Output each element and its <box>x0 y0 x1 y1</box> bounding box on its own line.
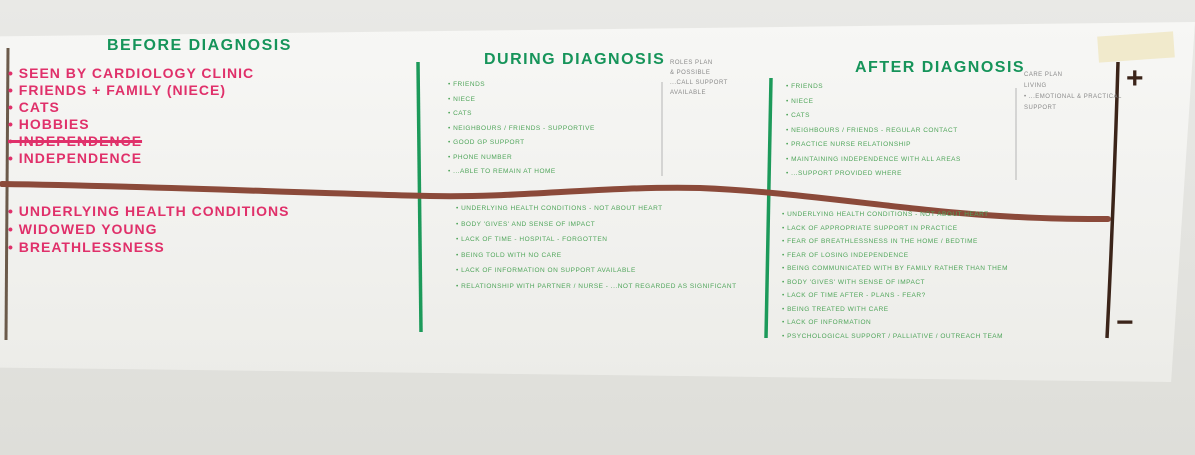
brown-timeline <box>0 181 1111 222</box>
aside-line: AVAILABLE <box>670 90 706 96</box>
list-item: • PSYCHOLOGICAL SUPPORT / PALLIATIVE / O… <box>782 332 1004 340</box>
list-item: • INDEPENDENCE <box>8 150 143 166</box>
left-divider-line <box>4 47 10 341</box>
list-item: • CATS <box>8 99 60 115</box>
list-item: • FRIENDS + FAMILY (NIECE) <box>8 82 226 98</box>
list-item: • BODY 'GIVES' WITH SENSE OF IMPACT <box>782 278 926 286</box>
after-aside-note: CARE PLAN LIVING • ...EMOTIONAL & PRACTI… <box>1024 72 1122 111</box>
aside-line: ROLES PLAN <box>670 60 713 66</box>
list-item: • FRIENDS <box>786 83 824 90</box>
list-item: • LACK OF APPROPRIATE SUPPORT IN PRACTIC… <box>782 224 958 232</box>
before-positive-list: • SEEN BY CARDIOLOGY CLINIC • FRIENDS + … <box>8 66 254 165</box>
during-negative-list: • UNDERLYING HEALTH CONDITIONS - NOT ABO… <box>456 205 737 290</box>
divider-during-after <box>764 77 773 339</box>
list-item: • SEEN BY CARDIOLOGY CLINIC <box>8 65 255 81</box>
list-item: • GOOD GP SUPPORT <box>448 139 525 146</box>
list-item: • FRIENDS <box>448 81 486 88</box>
list-item: • BEING TREATED WITH CARE <box>782 305 889 313</box>
heading-during: DURING DIAGNOSIS <box>484 51 666 68</box>
list-item: • LACK OF TIME - HOSPITAL - FORGOTTEN <box>456 236 608 243</box>
during-aside-note: ROLES PLAN & POSSIBLE ...CALL SUPPORT AV… <box>670 60 728 96</box>
list-item: • NEIGHBOURS / FRIENDS - REGULAR CONTACT <box>786 126 958 134</box>
after-negative-list: • UNDERLYING HEALTH CONDITIONS - NOT ABO… <box>782 211 1009 340</box>
list-item: • CATS <box>448 110 472 117</box>
aside-line: CARE PLAN <box>1024 72 1063 78</box>
list-item: • FEAR OF LOSING INDEPENDENCE <box>782 251 909 259</box>
list-item: • NIECE <box>448 95 476 103</box>
during-positive-list: • FRIENDS • NIECE • CATS • NEIGHBOURS / … <box>448 81 595 176</box>
paper-poster <box>0 22 1195 382</box>
list-item: • MAINTAINING INDEPENDENCE WITH ALL AREA… <box>786 155 961 163</box>
list-item: • BEING COMMUNICATED WITH BY FAMILY RATH… <box>782 265 1009 272</box>
list-item: • CATS <box>786 112 810 119</box>
plus-sign: + <box>1126 62 1144 95</box>
list-item: • ...SUPPORT PROVIDED WHERE <box>786 170 902 177</box>
list-item: • BODY 'GIVES' AND SENSE OF IMPACT <box>456 220 596 228</box>
after-positive-list: • FRIENDS • NIECE • CATS • NEIGHBOURS / … <box>786 83 961 178</box>
list-item: • LACK OF INFORMATION <box>782 319 872 326</box>
aside-line: LIVING <box>1024 83 1047 89</box>
before-negative-list: • UNDERLYING HEALTH CONDITIONS • WIDOWED… <box>8 204 289 254</box>
list-item: • UNDERLYING HEALTH CONDITIONS - NOT ABO… <box>456 205 663 212</box>
aside-line: & POSSIBLE <box>670 70 711 76</box>
list-item: • PHONE NUMBER <box>448 153 513 161</box>
list-item: • FEAR OF BREATHLESSNESS IN THE HOME / B… <box>782 238 978 245</box>
heading-after: AFTER DIAGNOSIS <box>855 59 1026 76</box>
minus-sign: − <box>1116 306 1134 339</box>
list-item: • HOBBIES <box>8 116 90 132</box>
list-item: • PRACTICE NURSE RELATIONSHIP <box>786 141 912 148</box>
list-item: • BREATHLESSNESS <box>8 239 165 255</box>
aside-line: • ...EMOTIONAL & PRACTICAL <box>1024 94 1122 100</box>
list-item: • WIDOWED YOUNG <box>8 221 158 237</box>
list-item: • RELATIONSHIP WITH PARTNER / NURSE - ..… <box>456 282 737 290</box>
list-item: • UNDERLYING HEALTH CONDITIONS - NOT ABO… <box>782 211 989 218</box>
list-item-crossed-out: • INDEPENDENCE <box>8 133 143 149</box>
scale-axis <box>1105 61 1120 339</box>
heading-before: BEFORE DIAGNOSIS <box>107 37 292 54</box>
list-item: • ...ABLE TO REMAIN AT HOME <box>448 168 556 175</box>
list-item: • NEIGHBOURS / FRIENDS - SUPPORTIVE <box>448 124 595 132</box>
aside-line: ...CALL SUPPORT <box>670 80 728 86</box>
list-item: • BEING TOLD WITH NO CARE <box>456 251 562 259</box>
list-item: • LACK OF TIME AFTER - PLANS - FEAR? <box>782 292 926 299</box>
list-item: • LACK OF INFORMATION ON SUPPORT AVAILAB… <box>456 267 636 274</box>
list-item: • NIECE <box>786 97 814 105</box>
list-item: • UNDERLYING HEALTH CONDITIONS <box>8 203 290 219</box>
aside-line: SUPPORT <box>1024 105 1057 111</box>
